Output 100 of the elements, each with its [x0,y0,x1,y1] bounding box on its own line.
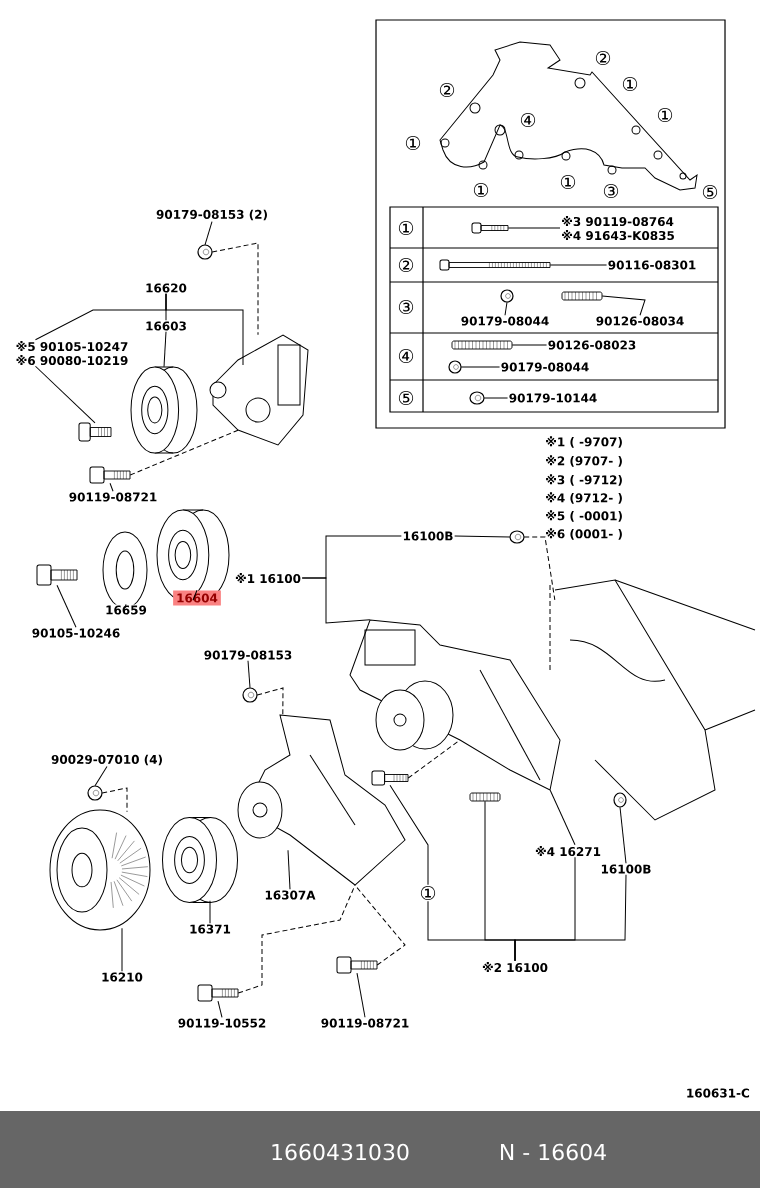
bolt-drawing [36,564,78,586]
assembly-line [523,536,556,601]
note-text: ※3 ( -9712) [546,474,622,486]
footer-text: 1660431030 [272,1143,409,1161]
bolt-drawing [471,222,509,234]
assembly-line [101,787,128,813]
part-number: 90119-08721 [67,491,159,503]
callout-number: ④ [520,112,536,128]
part-number: 90179-08044 [459,315,551,327]
nut-drawing [448,360,462,374]
leader-line [247,660,251,689]
callout-number: ⑤ [702,184,718,200]
leader-line [460,366,501,368]
bolt-drawing [336,956,378,974]
callout-number: ② [595,50,611,66]
leader-line [389,784,429,886]
stud-drawing [469,792,501,802]
leader-line [504,301,508,316]
bracket-drawing [237,714,406,886]
leader-line [165,293,167,321]
leader-line [549,789,576,846]
pulley-drawing [162,817,238,903]
part-number: 90126-08034 [594,315,686,327]
leader-line [124,603,127,609]
stud-drawing [451,340,513,350]
part-number: 90179-08044 [499,361,591,373]
part-number: 16100B [401,530,455,542]
footer-text: N - 16604 [501,1143,606,1161]
bolt-drawing [371,770,409,786]
note-text: ※5 ( -0001) [546,510,622,522]
callout-number: ② [439,82,455,98]
assembly-line [237,884,356,994]
leader-line [163,331,167,368]
leader-line [301,577,371,624]
leader-line [94,766,108,787]
note-text: ※2 (9707- ) [546,455,622,467]
highlighted-part-number: 16604 [173,590,221,606]
part-number: 90105-10246 [30,627,122,639]
part-number: 90116-08301 [606,259,698,271]
leader-line [549,264,608,266]
callout-number: ② [398,257,414,273]
callout-number: ③ [603,183,619,199]
callout-number: ③ [398,299,414,315]
callout-number: ① [473,182,489,198]
part-number: 16659 [104,604,148,616]
bolt-drawing [197,984,239,1002]
bolt-drawing [89,466,131,484]
leader-line [356,972,366,1018]
leader-line [209,900,211,924]
callout-number: ① [398,220,414,236]
engine-block-drawing [549,579,756,821]
drawing-number: 160631-C [687,1088,750,1098]
part-number: 16100B [599,863,653,875]
callout-number: ④ [398,348,414,364]
part-number: 90119-08721 [319,1017,411,1029]
callout-number: ① [657,107,673,123]
note-text: ※4 (9712- ) [546,492,622,504]
part-number: ※3 90119-08764 ※4 91643-K0835 [560,214,676,242]
leader-line [483,397,509,399]
nut-drawing [613,792,627,808]
callout-number: ① [560,174,576,190]
leader-line [514,874,627,962]
leader-line [204,221,213,246]
note-text: ※6 (0001- ) [546,528,622,540]
callout-number: ① [405,135,421,151]
leader-line [454,535,511,538]
part-number: 16603 [144,320,188,332]
note-text: ※1 ( -9707) [546,436,622,448]
leader-line [619,806,627,864]
assembly-line [211,242,259,336]
leader-line [217,1000,223,1018]
nut-drawing [509,530,525,544]
pulley-drawing [130,366,198,454]
part-number: 90179-10144 [507,392,599,404]
callout-number: ① [622,76,638,92]
part-number: 16371 [188,923,232,935]
water-pump-drawing [349,619,561,791]
leader-line [121,927,123,972]
part-number: 16210 [100,971,144,983]
nut-drawing [87,785,103,801]
part-number: ※5 90105-10247 ※6 90080-10219 [14,339,130,367]
inset-frame [375,19,726,429]
assembly-line [129,429,239,476]
leader-line [507,227,561,229]
part-number: 90126-08023 [546,339,638,351]
nut-drawing [469,391,485,405]
leader-line [56,584,77,628]
leader-line [109,482,114,492]
bolt-drawing [78,422,112,442]
leader-line [34,365,96,424]
leader-line [511,344,548,346]
leader-line [287,849,291,890]
part-number: 90119-10552 [176,1017,268,1029]
tensioner-drawing [209,334,309,446]
bolt-drawing [439,259,551,271]
part-number: 16307A [263,889,317,901]
assembly-line [354,884,406,966]
callout-number: ⑤ [398,390,414,406]
nut-drawing [242,687,258,703]
stud-drawing [561,291,603,301]
